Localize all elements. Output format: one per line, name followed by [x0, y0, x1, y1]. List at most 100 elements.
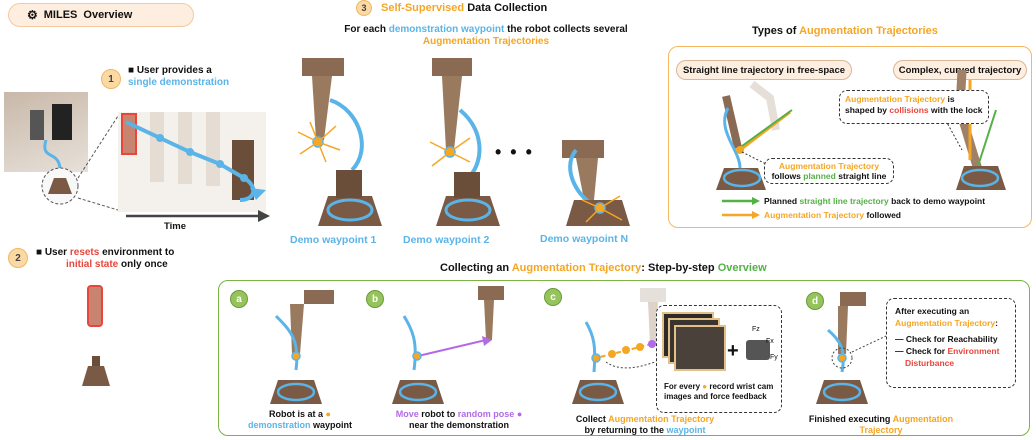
- callout-curved-orange: Augmentation Trajectory: [845, 94, 946, 104]
- caption-b-rest: robot to: [421, 409, 456, 419]
- legend-orange-text: Augmentation Trajectory followed: [764, 210, 901, 220]
- demo-trajectory: [723, 107, 742, 169]
- waypoint-dot: [291, 351, 301, 361]
- demo-loop: [276, 382, 316, 402]
- force-label-x: Fx: [766, 338, 774, 345]
- data-collection-text: For every ● record wrist cam images and …: [664, 382, 780, 402]
- demo-trajectory-mini: [43, 139, 62, 169]
- data-text-2: record wrist cam: [709, 382, 774, 391]
- wrist-cam-image: [674, 325, 726, 371]
- planned-trajectory: [741, 109, 793, 147]
- legend-green-3: back to demo waypoint: [891, 196, 986, 206]
- zoom-line-bottom: [77, 197, 119, 211]
- step3-number: 3: [356, 0, 372, 16]
- check2-value: Environment: [947, 346, 1000, 356]
- demo-loop: [960, 168, 1000, 188]
- reset-lock: [82, 366, 110, 386]
- caption-c-orange: Augmentation Trajectory: [608, 414, 715, 424]
- check2-value-2: Disturbance: [905, 358, 955, 368]
- caption-c-blue: waypoint: [666, 425, 706, 435]
- robot-finger: [576, 158, 598, 200]
- demo-waypoint-dot: [186, 148, 194, 156]
- caption-d: Finished executing Augmentation Trajecto…: [806, 414, 956, 436]
- robot-wrist: [840, 292, 866, 306]
- robot-wrist: [304, 290, 334, 304]
- zoom-line-top: [77, 115, 119, 179]
- step-c-scene: [572, 288, 666, 404]
- legend-green-arrowhead: [752, 197, 760, 205]
- legend-orange-2: followed: [866, 210, 901, 220]
- step-c-badge: c: [544, 288, 562, 306]
- callout-curved-red: collisions: [889, 105, 929, 115]
- callout-straight: Augmentation Trajectory follows planned …: [764, 158, 894, 184]
- steps-title: Collecting an Augmentation Trajectory: S…: [440, 262, 767, 274]
- caption-b-move: Move: [395, 409, 419, 419]
- waypoint2-scene: [429, 58, 500, 226]
- demo-trajectory: [458, 108, 482, 178]
- ghost-robot-arm: [749, 80, 780, 131]
- legend-orange-arrowhead: [752, 211, 760, 219]
- step2-rest1: environment to: [102, 247, 175, 258]
- robot-icon: ⚙: [27, 8, 38, 22]
- robot-arm-segment: [30, 110, 44, 140]
- callout-line-d: [851, 335, 887, 353]
- caption-c: Collect Augmentation Trajectory by retur…: [560, 414, 730, 436]
- reset-lock-top: [92, 356, 100, 366]
- demo-trajectory: [125, 120, 256, 202]
- demo-trajectory: [274, 314, 299, 371]
- demo-gripper-end: [232, 140, 254, 200]
- person-icon: ■: [36, 247, 43, 258]
- robot-wrist: [640, 288, 666, 302]
- step-a-scene: [270, 290, 334, 404]
- demo-loop: [578, 382, 618, 402]
- demo-loop: [822, 382, 862, 402]
- ellipsis: • • •: [495, 142, 534, 162]
- checks-title: After executing an: [895, 306, 970, 316]
- step2-number: 2: [8, 248, 28, 268]
- sample-dot: [622, 346, 630, 354]
- demo-trajectory: [329, 98, 364, 172]
- step2-text: ■ User resets environment to initial sta…: [36, 247, 226, 271]
- step1-number: 1: [101, 69, 121, 89]
- robot-gripper: [52, 104, 72, 140]
- lock-top: [336, 170, 362, 198]
- data-text-1: For every: [664, 382, 701, 391]
- random-pose-dot-icon: ●: [516, 409, 523, 419]
- step3-sub-mid: the robot collects several: [507, 24, 628, 35]
- step3-sub-orange: Augmentation Trajectories: [422, 36, 550, 47]
- step3-title-rest: Data Collection: [467, 2, 548, 14]
- lock-mini: [48, 178, 72, 194]
- random-pose-dot: [648, 340, 656, 348]
- person-icon: ■: [128, 65, 135, 76]
- step3-sub-blue: demonstration waypoint: [388, 24, 505, 35]
- robot-wrist: [302, 58, 344, 76]
- callout-straight-orange: Augmentation Trajectory: [778, 161, 880, 171]
- robot-photo: [4, 92, 88, 172]
- robot-finger: [442, 76, 462, 150]
- random-pose-arrowhead: [482, 336, 492, 346]
- overview-title-pill: ⚙ MILES Overview: [8, 3, 194, 27]
- title-miles: MILES: [43, 9, 78, 21]
- checks-title-orange: Augmentation Trajectory: [895, 318, 996, 328]
- step2-resets: resets: [69, 247, 100, 258]
- callout-straight-green: planned: [803, 171, 836, 181]
- demo-arrowhead: [250, 188, 266, 200]
- types-title: Types of Augmentation Trajectories: [752, 25, 938, 37]
- step1-line1: User provides a: [136, 65, 212, 76]
- step1-line2: single demonstration: [128, 77, 230, 88]
- waypoint-dot: [412, 351, 422, 361]
- waypoint-dot: [591, 353, 601, 363]
- robot-finger: [648, 302, 658, 344]
- callout-curved: Augmentation Trajectory is shaped by col…: [839, 90, 989, 124]
- force-label-y: Fy: [770, 354, 778, 361]
- waypoint-dot-icon: ●: [325, 409, 331, 419]
- demo-trajectory: [402, 315, 417, 371]
- demo-waypoint-dot: [156, 134, 164, 142]
- demo-loop: [722, 168, 762, 188]
- caption-a: Robot is at a ● demonstration waypoint: [240, 409, 360, 431]
- legend-green-text: Planned straight line trajectory back to…: [764, 196, 985, 206]
- callout-curved-3: with the lock: [931, 105, 983, 115]
- callout-straight-1: follows: [771, 171, 801, 181]
- types-title-prefix: Types of: [752, 25, 797, 37]
